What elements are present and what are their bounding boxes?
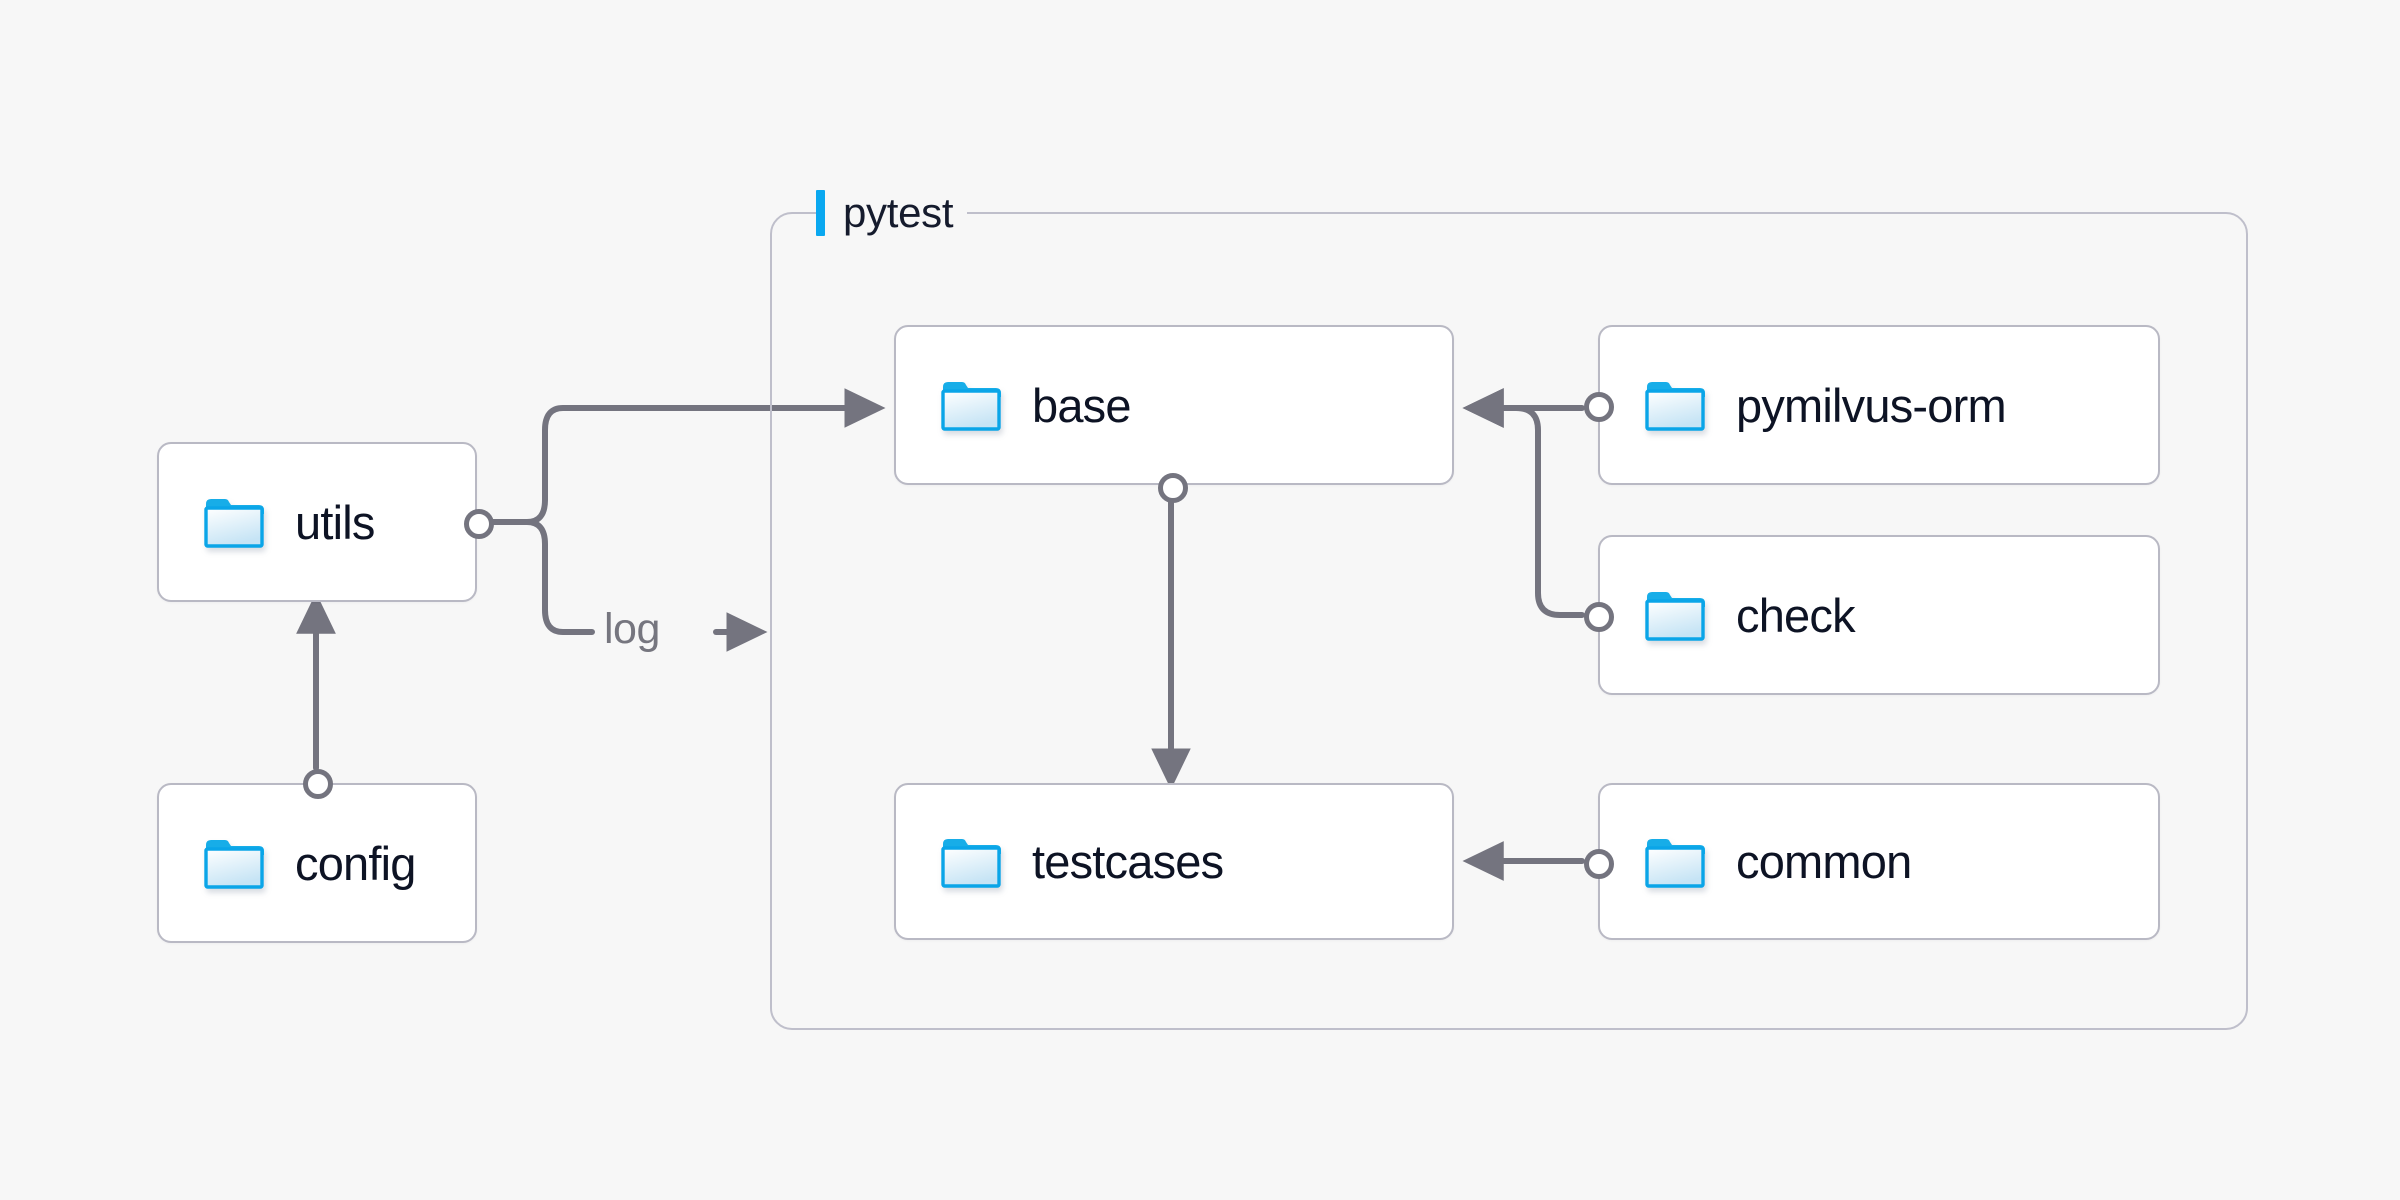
- port-check-left[interactable]: [1584, 602, 1614, 632]
- node-label-base: base: [1032, 378, 1132, 432]
- folder-icon: [203, 836, 265, 890]
- port-utils-right[interactable]: [464, 509, 494, 539]
- node-label-config: config: [295, 836, 416, 890]
- folder-icon: [940, 378, 1002, 432]
- node-pymilvus-orm[interactable]: pymilvus-orm: [1584, 325, 2160, 485]
- node-common[interactable]: common: [1584, 783, 2160, 940]
- edge-label-log: log: [604, 608, 660, 651]
- folder-icon: [1644, 588, 1706, 642]
- group-label-text: pytest: [843, 189, 954, 236]
- port-common-left[interactable]: [1584, 849, 1614, 879]
- node-base[interactable]: base: [894, 325, 1454, 503]
- group-container-pytest[interactable]: [770, 212, 2248, 1030]
- node-label-utils: utils: [295, 495, 375, 549]
- node-utils[interactable]: utils: [157, 442, 494, 602]
- port-pymilvus-orm-left[interactable]: [1584, 392, 1614, 422]
- node-config[interactable]: config: [157, 769, 477, 943]
- node-label-testcases: testcases: [1032, 835, 1224, 888]
- port-config-top[interactable]: [303, 769, 333, 799]
- folder-icon: [940, 835, 1002, 889]
- node-testcases[interactable]: testcases: [894, 783, 1454, 940]
- folder-icon: [1644, 378, 1706, 432]
- folder-icon: [203, 495, 265, 549]
- group-label-pytest: pytest: [816, 185, 968, 241]
- node-label-pymilvus-orm: pymilvus-orm: [1736, 378, 2007, 432]
- edge-check-to-base: [1462, 388, 1585, 618]
- edge-utils-to-log: [524, 519, 595, 635]
- port-base-bottom[interactable]: [1158, 473, 1188, 503]
- node-label-common: common: [1736, 835, 1912, 888]
- node-check[interactable]: check: [1584, 535, 2160, 695]
- group-accent-bar-icon: [816, 190, 825, 236]
- edge-label-log-text: log: [604, 605, 660, 653]
- folder-icon: [1644, 835, 1706, 889]
- node-label-check: check: [1736, 588, 1856, 642]
